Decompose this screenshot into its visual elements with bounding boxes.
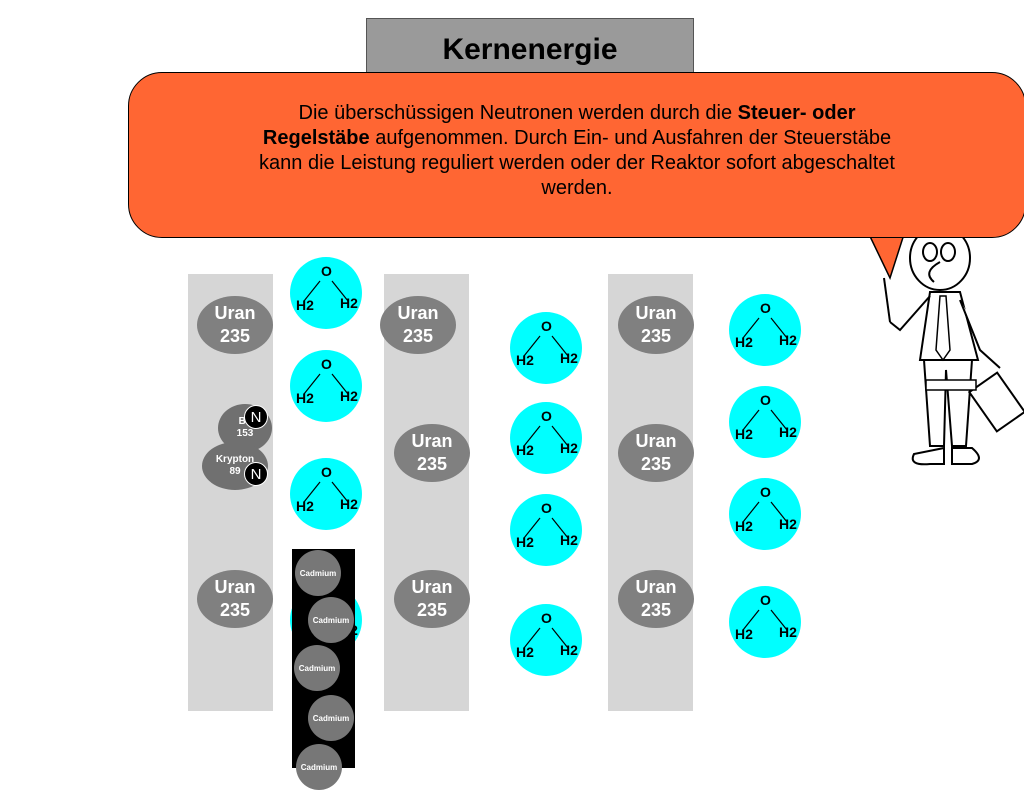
hydrogen-label: H2 [516, 442, 534, 458]
hydrogen-label: H2 [340, 388, 358, 404]
oxygen-label: O [541, 318, 552, 334]
oxygen-label: O [321, 356, 332, 372]
water-molecule: O H2 H2 [510, 402, 582, 474]
water-bond-lines [523, 517, 569, 539]
oxygen-label: O [760, 392, 771, 408]
hydrogen-label: H2 [296, 390, 314, 406]
hydrogen-label: H2 [516, 352, 534, 368]
cadmium-atom: Cadmium [308, 695, 354, 741]
neutron: N [244, 405, 268, 429]
water-molecule: O H2 H2 [729, 294, 801, 366]
water-molecule: O H2 H2 [290, 458, 362, 530]
hydrogen-label: H2 [296, 297, 314, 313]
water-bond-lines [742, 409, 788, 431]
cadmium-atom: Cadmium [308, 597, 354, 643]
oxygen-label: O [321, 263, 332, 279]
water-bond-lines [523, 335, 569, 357]
water-molecule: O H2 H2 [510, 494, 582, 566]
oxygen-label: O [541, 610, 552, 626]
hydrogen-label: H2 [340, 496, 358, 512]
hydrogen-label: H2 [560, 440, 578, 456]
cadmium-atom: Cadmium [295, 550, 341, 596]
speech-bubble: Die überschüssigen Neutronen werden durc… [128, 72, 1024, 238]
hydrogen-label: H2 [516, 644, 534, 660]
water-molecule: O H2 H2 [729, 586, 801, 658]
water-bond-lines [742, 609, 788, 631]
oxygen-label: O [541, 500, 552, 516]
water-molecule: O H2 H2 [729, 478, 801, 550]
water-bond-lines [523, 425, 569, 447]
hydrogen-label: H2 [560, 350, 578, 366]
neutron: N [244, 462, 268, 486]
oxygen-label: O [541, 408, 552, 424]
hydrogen-label: H2 [779, 332, 797, 348]
hydrogen-label: H2 [779, 424, 797, 440]
hydrogen-label: H2 [779, 624, 797, 640]
hydrogen-label: H2 [735, 518, 753, 534]
hydrogen-label: H2 [735, 334, 753, 350]
water-bond-lines [742, 501, 788, 523]
water-bond-lines [303, 481, 349, 503]
water-molecule: O H2 H2 [290, 257, 362, 329]
hydrogen-label: H2 [340, 295, 358, 311]
cadmium-atom: Cadmium [294, 645, 340, 691]
water-molecule: O H2 H2 [510, 604, 582, 676]
page-title: Kernenergie [442, 33, 618, 66]
bubble-text: Die überschüssigen Neutronen werden durc… [259, 102, 895, 199]
water-bond-lines [303, 280, 349, 302]
hydrogen-label: H2 [735, 426, 753, 442]
oxygen-label: O [321, 464, 332, 480]
water-bond-lines [303, 373, 349, 395]
oxygen-label: O [760, 300, 771, 316]
water-molecule: O H2 H2 [510, 312, 582, 384]
hydrogen-label: H2 [560, 532, 578, 548]
hydrogen-label: H2 [296, 498, 314, 514]
teacher-figure-icon [883, 225, 1024, 466]
cadmium-atom: Cadmium [296, 744, 342, 790]
hydrogen-label: H2 [560, 642, 578, 658]
water-molecule: O H2 H2 [290, 350, 362, 422]
oxygen-label: O [760, 592, 771, 608]
oxygen-label: O [760, 484, 771, 500]
hydrogen-label: H2 [516, 534, 534, 550]
hydrogen-label: H2 [735, 626, 753, 642]
water-molecule: O H2 H2 [729, 386, 801, 458]
water-bond-lines [742, 317, 788, 339]
water-bond-lines [523, 627, 569, 649]
hydrogen-label: H2 [779, 516, 797, 532]
